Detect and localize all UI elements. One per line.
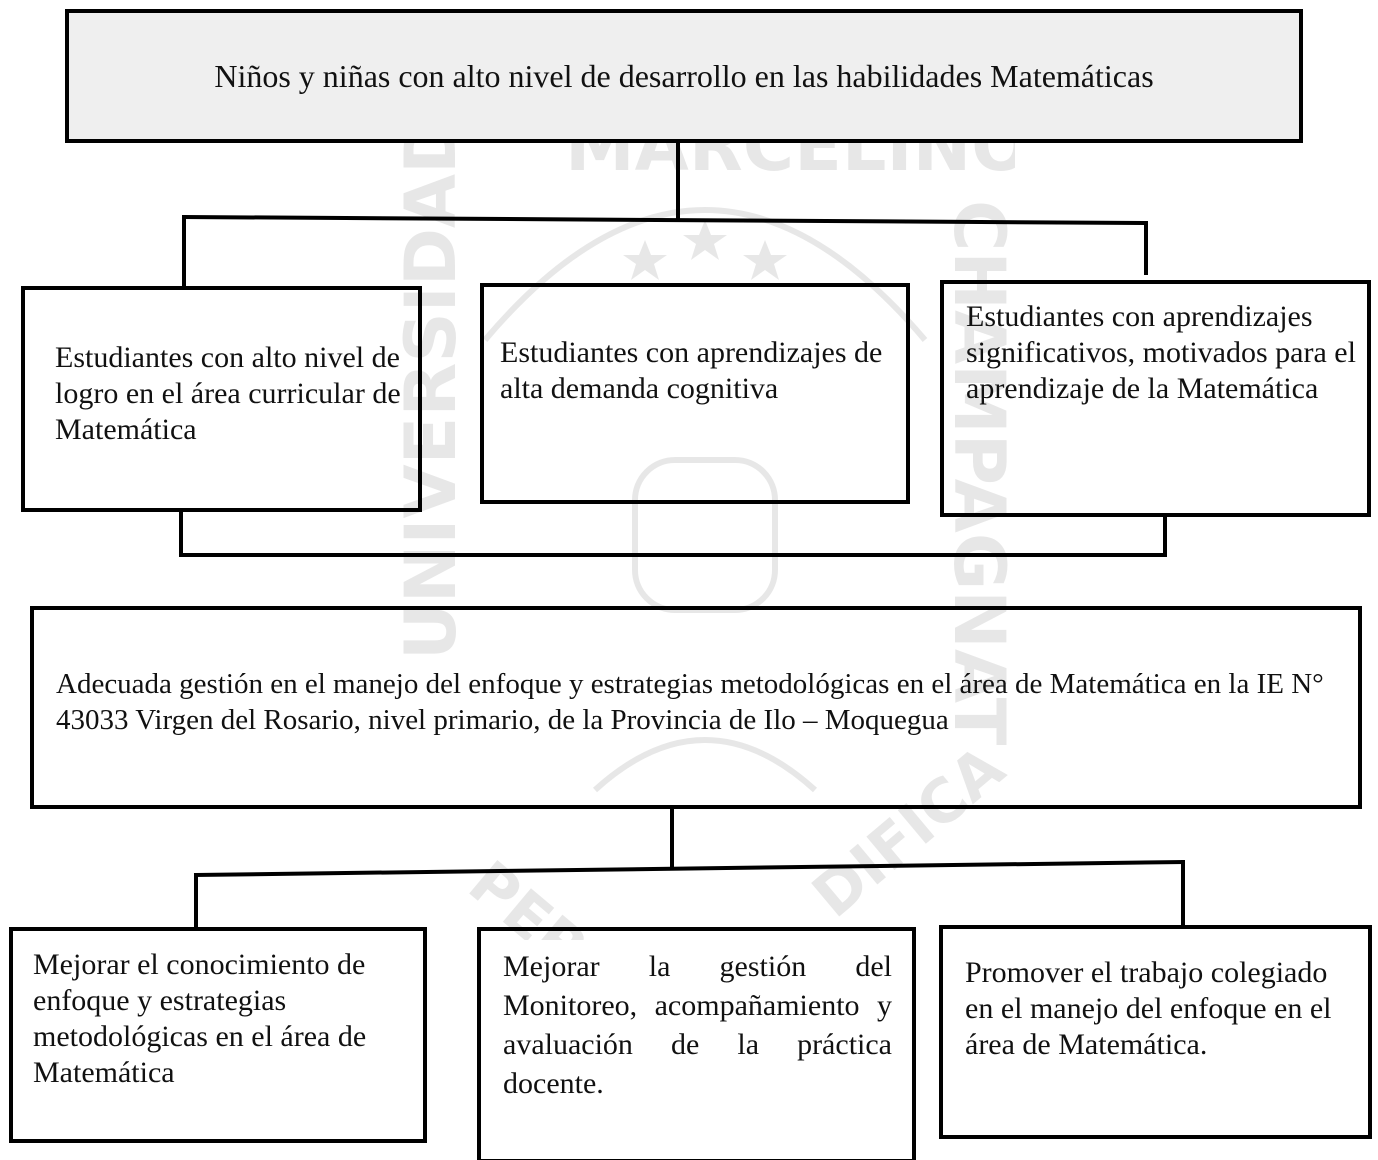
mean-text-3: Promover el trabajo colegiado en el mane…: [965, 956, 1332, 1061]
central-objective-box: Adecuada gestión en el manejo del enfoqu…: [30, 606, 1362, 809]
goal-text: Niños y niñas con alto nivel de desarrol…: [214, 58, 1154, 94]
mean-box-3: Promover el trabajo colegiado en el mane…: [939, 925, 1372, 1139]
end-box-2: Estudiantes con aprendizajes de alta dem…: [480, 283, 910, 504]
goal-box: Niños y niñas con alto nivel de desarrol…: [65, 9, 1303, 143]
end-text-2: Estudiantes con aprendizajes de alta dem…: [500, 336, 883, 405]
end-box-1: Estudiantes con alto nivel de logro en e…: [21, 286, 422, 512]
mean-box-2: Mejorar la gestión del Monitoreo, acompa…: [477, 927, 916, 1160]
mean-box-1: Mejorar el conocimiento de enfoque y est…: [9, 927, 427, 1143]
central-objective-text: Adecuada gestión en el manejo del enfoqu…: [56, 668, 1324, 736]
end-text-3: Estudiantes con aprendizajes significati…: [966, 300, 1356, 405]
end-box-3: Estudiantes con aprendizajes significati…: [940, 280, 1371, 517]
mean-text-1: Mejorar el conocimiento de enfoque y est…: [33, 948, 367, 1089]
end-text-1: Estudiantes con alto nivel de logro en e…: [55, 341, 401, 446]
mean-text-2: Mejorar la gestión del Monitoreo, acompa…: [503, 950, 892, 1100]
